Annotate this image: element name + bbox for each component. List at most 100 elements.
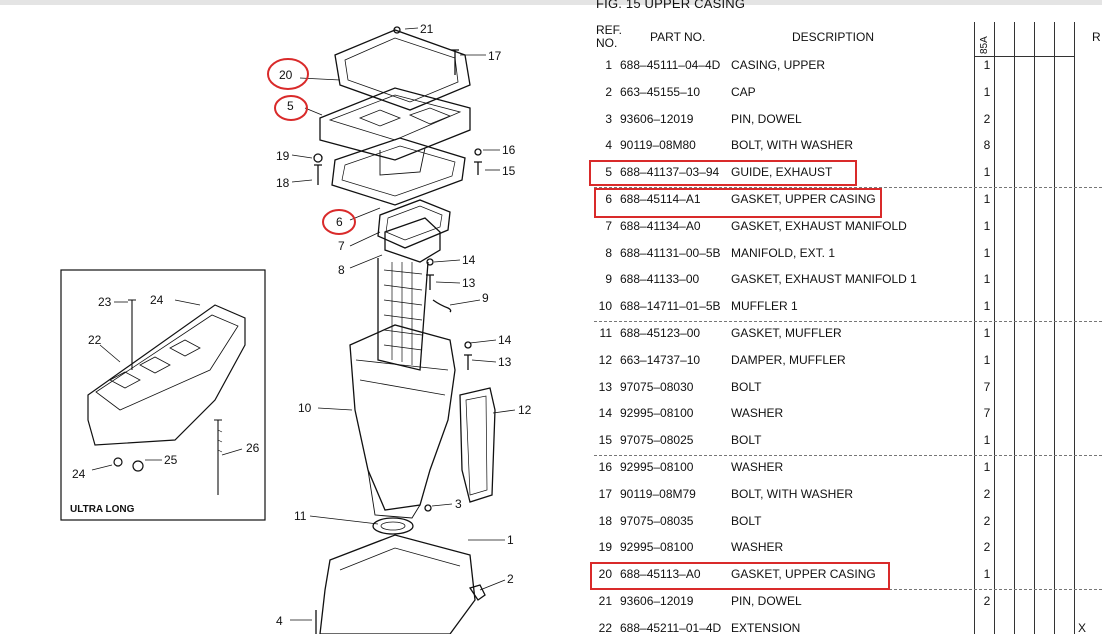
highlight-circle-6 xyxy=(322,209,356,235)
header-r: R xyxy=(1092,30,1101,44)
ref-no-cell: 4 xyxy=(605,138,612,153)
highlight-row-5 xyxy=(589,160,857,186)
header-part-no: PART NO. xyxy=(650,30,706,44)
quantity-cell: 1 xyxy=(983,299,991,314)
description-cell: BOLT, WITH WASHER xyxy=(731,486,854,501)
part-no-cell: 92995–08100 xyxy=(620,460,694,474)
description-cell: PIN, DOWEL xyxy=(731,111,802,126)
description-cell: WASHER xyxy=(731,406,784,421)
part-no-cell: 97075–08035 xyxy=(620,513,694,528)
ref-no-cell: 9 xyxy=(605,272,612,287)
part-no-cell: 688–45114–A1 xyxy=(620,192,701,206)
muffler-damper xyxy=(459,387,496,503)
part-no-cell: 93606–12019 xyxy=(620,111,694,126)
figure-title: FIG. 15 UPPER CASING xyxy=(596,0,746,11)
part-no-cell: 663–14737–10 xyxy=(620,352,701,367)
inset-caption: ULTRA LONG xyxy=(70,504,135,515)
part-no-cell: 97075–08030 xyxy=(620,379,694,394)
ref-no-cell: 1 xyxy=(605,58,612,72)
window-top-edge xyxy=(0,0,1102,5)
description-cell: MANIFOLD, EXT. 1 xyxy=(731,245,836,260)
ref-no-cell: 3 xyxy=(605,111,612,126)
quantity-cell: 2 xyxy=(983,513,991,528)
quantity-cell: 1 xyxy=(983,165,991,180)
bolt-17 xyxy=(451,49,459,75)
manifold-ext xyxy=(384,217,441,263)
callout-14a: 14 xyxy=(462,253,476,267)
part-no-cell: 688–41131–00–5B xyxy=(620,245,721,260)
part-no-cell: 688–45211–01–4D xyxy=(620,620,722,635)
quantity-cell: 1 xyxy=(983,192,991,206)
highlight-circle-20 xyxy=(267,58,309,90)
ref-no-cell: 11 xyxy=(599,326,612,340)
quantity-cell: 1 xyxy=(983,218,991,233)
ref-no-cell: 13 xyxy=(598,379,612,394)
callout-11: 11 xyxy=(294,509,307,523)
ref-no-cell: 17 xyxy=(598,486,612,501)
callout-7: 7 xyxy=(338,239,345,253)
description-cell: GASKET, UPPER CASING xyxy=(731,567,876,582)
quantity-cell: 1 xyxy=(983,567,991,582)
quantity-cell: 8 xyxy=(983,138,991,153)
description-cell: MUFFLER 1 xyxy=(731,299,798,314)
muffler-core xyxy=(377,258,429,371)
ref-no-cell: 14 xyxy=(598,406,612,421)
callout-6: 6 xyxy=(336,215,343,229)
gasket-exhaust-manifold xyxy=(377,199,451,249)
diagram-highlights xyxy=(267,58,356,235)
ref-no-cell: 8 xyxy=(605,245,612,260)
part-no-cell: 688–41134–A0 xyxy=(620,218,701,233)
quantity-cell: 1 xyxy=(983,433,991,448)
quantity-cell: 7 xyxy=(983,379,991,394)
parts-table: FIG. 15 UPPER CASING REF. NO. PART NO. D… xyxy=(594,0,1102,635)
gasket-upper-casing xyxy=(331,137,466,206)
part-no-cell: 90119–08M80 xyxy=(620,138,696,153)
ref-no-cell: 19 xyxy=(598,540,612,555)
callout-2: 2 xyxy=(507,572,514,586)
highlight-circle-5 xyxy=(274,95,308,121)
clip-9 xyxy=(432,299,452,313)
callout-9: 9 xyxy=(482,291,489,305)
description-cell: GUIDE, EXHAUST xyxy=(731,165,833,180)
description-cell: WASHER xyxy=(731,460,784,474)
part-no-cell: 93606–12019 xyxy=(620,594,694,608)
callout-16: 16 xyxy=(502,143,516,157)
quantity-cell: 1 xyxy=(983,84,991,99)
header-ref-no: REF. NO. xyxy=(596,23,623,50)
callout-18: 18 xyxy=(276,176,290,190)
callout-13a: 13 xyxy=(462,276,476,290)
quantity-cell: 2 xyxy=(983,486,991,501)
part-no-cell: 92995–08100 xyxy=(620,406,694,421)
callout-24b: 24 xyxy=(72,467,86,481)
callout-23: 23 xyxy=(98,295,112,309)
description-cell: BOLT xyxy=(731,513,762,528)
callout-20: 20 xyxy=(279,68,293,82)
ref-no-cell: 16 xyxy=(598,460,612,474)
quantity-cell: 2 xyxy=(983,594,991,608)
part-no-cell: 663–45155–10 xyxy=(620,84,701,99)
description-cell: GASKET, MUFFLER xyxy=(731,326,842,340)
ref-no-cell: 6 xyxy=(605,192,612,206)
callout-21: 21 xyxy=(420,22,434,36)
ref-no-cell: 15 xyxy=(598,433,612,448)
callout-13b: 13 xyxy=(498,355,512,369)
callout-17: 17 xyxy=(488,49,502,63)
ref-no-cell: 7 xyxy=(605,218,612,233)
part-no-cell: 688–14711–01–5B xyxy=(620,299,721,314)
diagram-svg: 21 17 20 5 19 18 16 15 6 7 8 14 13 9 14 … xyxy=(60,22,532,635)
description-cell: EXTENSION xyxy=(731,620,801,635)
part-no-cell: 688–45123–00 xyxy=(620,326,701,340)
description-cell: DAMPER, MUFFLER xyxy=(731,352,846,367)
description-cell: CAP xyxy=(731,84,756,99)
option-cell: X xyxy=(1078,620,1087,635)
